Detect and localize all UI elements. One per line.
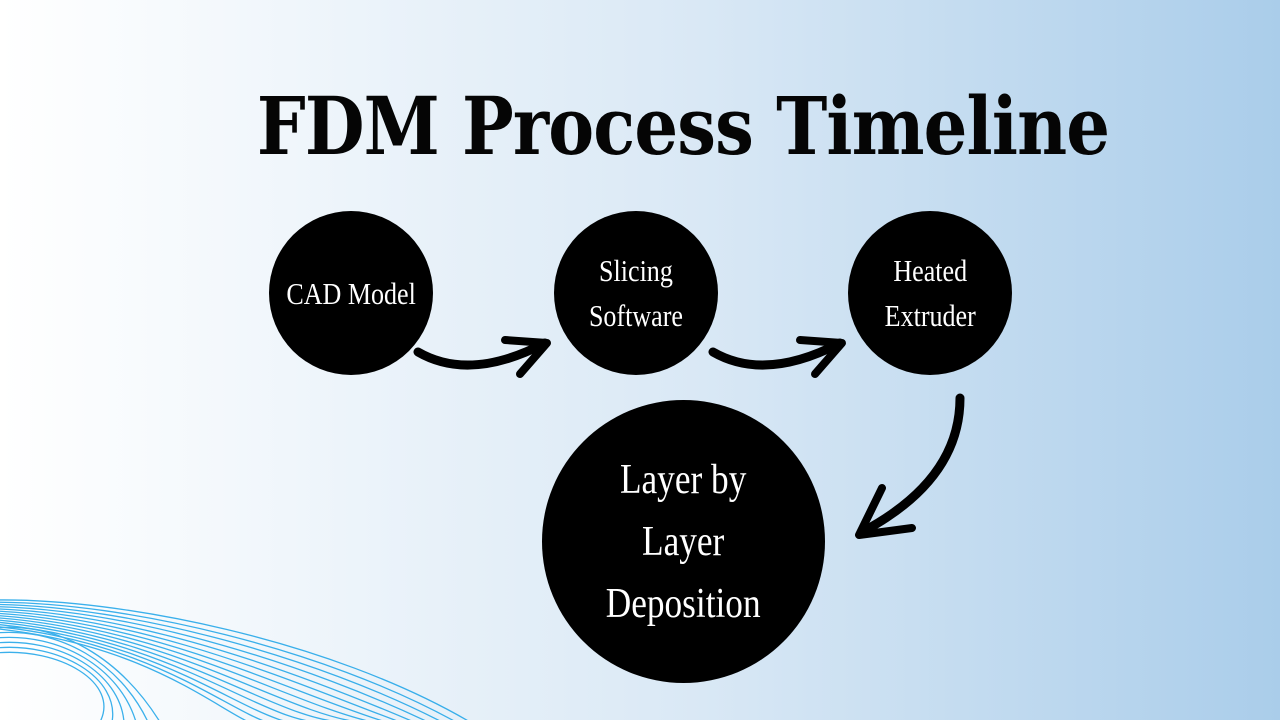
step-slicing-software: Slicing Software — [554, 211, 718, 375]
step-layer-deposition: Layer by Layer Deposition — [542, 400, 825, 683]
wave-line — [0, 626, 263, 720]
step-heated-extruder: Heated Extruder — [848, 211, 1012, 375]
wave-line — [0, 608, 411, 720]
wave-line — [0, 646, 114, 720]
step-label: Slicing Software — [588, 253, 684, 333]
wave-line — [0, 610, 397, 720]
wave-line — [0, 621, 307, 720]
arrow-2 — [708, 336, 846, 378]
wave-line — [0, 612, 382, 720]
wave-line — [0, 631, 148, 720]
wave-line — [0, 599, 468, 720]
wave-line — [0, 624, 284, 720]
wave-line — [0, 651, 105, 720]
wave-line — [0, 601, 454, 720]
wave-line — [0, 626, 160, 720]
diagram-title: FDM Process Timeline — [256, 79, 1110, 173]
step-label: Layer by Layer Deposition — [606, 456, 761, 627]
wave-line — [0, 603, 440, 720]
step-cad-model: CAD Model — [269, 211, 433, 375]
step-label: CAD Model — [286, 275, 416, 311]
wave-line — [0, 619, 331, 720]
wave-line — [0, 641, 125, 720]
wave-line — [0, 615, 367, 720]
wave-line — [0, 606, 426, 720]
wave-line — [0, 636, 136, 720]
arrow-3 — [855, 393, 965, 539]
step-label: Heated Extruder — [884, 253, 976, 333]
wave-line — [0, 628, 247, 720]
wave-line — [0, 617, 351, 720]
arrow-1 — [413, 336, 551, 378]
